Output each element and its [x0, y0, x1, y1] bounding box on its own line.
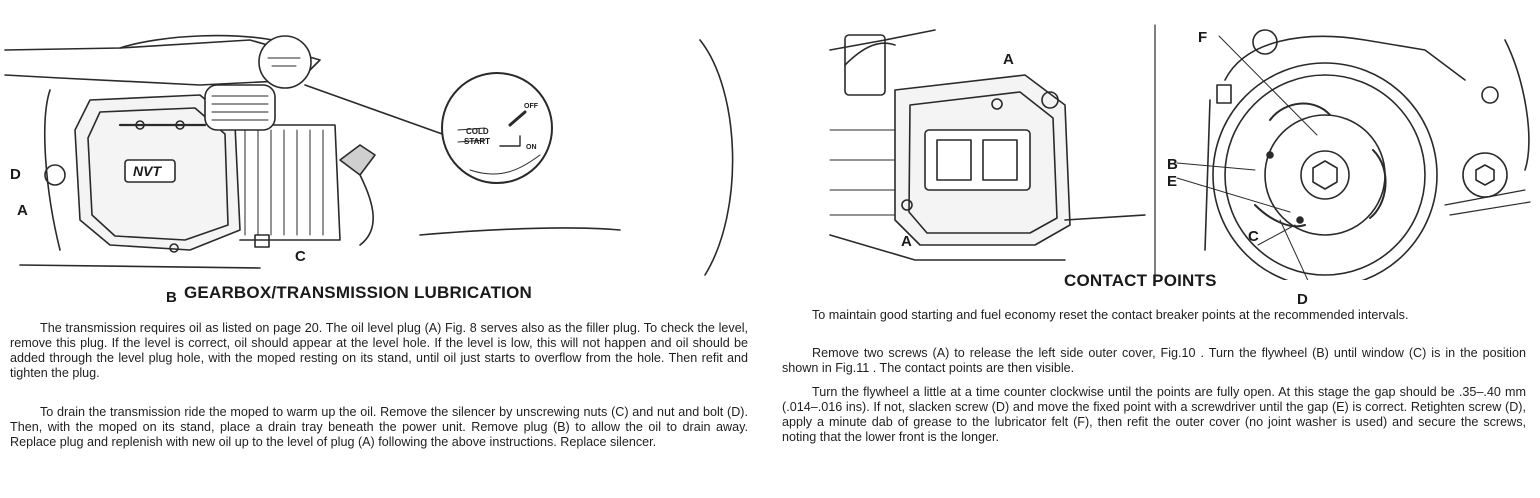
callout-d: D [10, 166, 21, 183]
contact-points-illustration [825, 20, 1540, 280]
contact-paragraph-3: Turn the flywheel a little at a time cou… [782, 385, 1526, 445]
gearbox-drawing: NVT COLD START OFF ON [4, 34, 734, 276]
callout-c: C [1248, 228, 1259, 245]
contact-paragraph-1-text: To maintain good starting and fuel econo… [812, 308, 1409, 322]
gearbox-paragraph-1: The transmission requires oil as listed … [10, 321, 748, 381]
gearbox-paragraph-1-text: The transmission requires oil as listed … [10, 321, 748, 380]
contact-paragraph-2: Remove two screws (A) to release the lef… [782, 346, 1526, 376]
gearbox-heading: GEARBOX/TRANSMISSION LUBRICATION [184, 283, 532, 302]
gearbox-illustration: NVT COLD START OFF ON [0, 30, 770, 280]
left-page: NVT COLD START OFF ON D A C B GEARBOX/TR… [0, 30, 770, 450]
gearbox-paragraph-2: To drain the transmission ride the moped… [10, 405, 748, 450]
callout-f: F [1198, 29, 1208, 46]
contact-paragraph-2-text: Remove two screws (A) to release the lef… [782, 346, 1526, 375]
right-page: A A F B E C D CONTACT POINTS To maintain… [770, 0, 1540, 498]
contact-points-heading: CONTACT POINTS [1064, 271, 1217, 290]
inset-label-off: OFF [524, 103, 539, 110]
callout-a: A [17, 202, 28, 219]
gearbox-paragraph-2-text: To drain the transmission ride the moped… [10, 405, 748, 449]
callout-a-top: A [1003, 51, 1014, 68]
callout-b: B [1167, 156, 1178, 173]
callout-c: C [295, 248, 306, 265]
contact-paragraph-3-text: Turn the flywheel a little at a time cou… [782, 385, 1526, 444]
inset-label-cold: COLD [466, 127, 489, 136]
callout-b: B [166, 289, 177, 306]
contact-paragraph-1: To maintain good starting and fuel econo… [782, 308, 1526, 323]
callout-a-bottom: A [901, 233, 912, 250]
contact-points-drawing [829, 24, 1531, 280]
inset-label-start: START [464, 137, 490, 146]
nvt-badge-text: NVT [133, 163, 162, 179]
callout-e: E [1167, 173, 1178, 190]
callout-d: D [1297, 291, 1308, 308]
inset-label-on: ON [526, 144, 537, 151]
